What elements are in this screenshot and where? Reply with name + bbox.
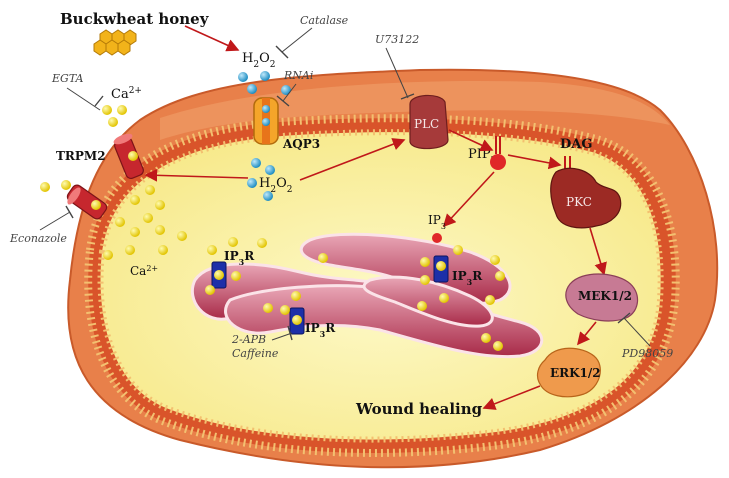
catalase-inhibition-line <box>281 27 313 53</box>
pd98059-label: PD98059 <box>621 347 673 360</box>
h2o2-molecules-inside <box>247 158 275 201</box>
rnai-label: RNAi <box>283 69 313 82</box>
h2o2-molecules-outside <box>238 71 291 95</box>
arrow-pip2-to-ip3 <box>442 171 495 228</box>
catalase-label: Catalase <box>300 14 349 27</box>
pkc-enzyme <box>550 167 622 229</box>
pkc-label: PKC <box>566 195 592 209</box>
trpm2-channel-lower <box>66 184 108 220</box>
arrow-erk-to-wound <box>482 385 541 410</box>
ca-ions-er <box>205 237 505 351</box>
ca-inside-label: Ca2+ <box>130 264 158 279</box>
apb-label: 2-APB <box>231 333 266 346</box>
ca-top-label: Ca2+ <box>111 86 142 102</box>
caffeine-label: Caffeine <box>232 347 279 360</box>
erk-label: ERK1/2 <box>550 366 601 380</box>
plc-enzyme <box>409 94 449 150</box>
ip3-molecule <box>432 233 442 243</box>
arrow-honey-to-h2o2 <box>184 25 240 52</box>
honeycomb-icon <box>93 29 137 56</box>
arrow-mek-to-erk <box>576 321 597 346</box>
ip3r-receptor-right <box>433 255 449 283</box>
arrow-h2o2-to-trpm2 <box>144 168 249 182</box>
trpm2-label: TRPM2 <box>56 149 106 163</box>
mek-enzyme <box>565 273 639 322</box>
arrow-pkc-to-mek <box>589 227 607 276</box>
arrow-h2o2-to-plc <box>299 138 406 181</box>
ip3r-label-bottom: IP3R <box>305 321 336 339</box>
buckwheat-honey-label: Buckwheat honey <box>60 10 210 28</box>
ca-ions-outside-left <box>40 180 71 192</box>
pip2-molecule <box>490 136 506 170</box>
ip3r-label-right: IP3R <box>452 269 483 287</box>
dag-label: DAG <box>560 137 592 152</box>
aqp3-channel <box>253 97 279 145</box>
plc-label: PLC <box>414 117 439 131</box>
erk-enzyme <box>536 347 601 398</box>
egta-label: EGTA <box>51 72 84 85</box>
ca-ions-inside-left <box>91 151 187 260</box>
arrow-pip2-to-dag <box>507 154 562 170</box>
ip3r-label-left: IP3R <box>224 249 255 267</box>
ip3r-receptor-bottom <box>289 307 305 335</box>
ip3-label: IP3 <box>428 213 446 231</box>
h2o2-inside-label: H2O2 <box>259 176 292 195</box>
arrow-plc-to-pip2 <box>448 129 494 152</box>
aqp3-label: AQP3 <box>282 137 320 151</box>
h2o2-top-label: H2O2 <box>242 51 275 70</box>
ip3r-receptor-left <box>211 261 227 289</box>
u73122-label: U73122 <box>375 33 419 46</box>
econazole-label: Econazole <box>9 232 67 245</box>
ca-ions-top <box>102 105 127 127</box>
mek-label: MEK1/2 <box>578 289 632 303</box>
wound-healing-label: Wound healing <box>355 400 483 418</box>
